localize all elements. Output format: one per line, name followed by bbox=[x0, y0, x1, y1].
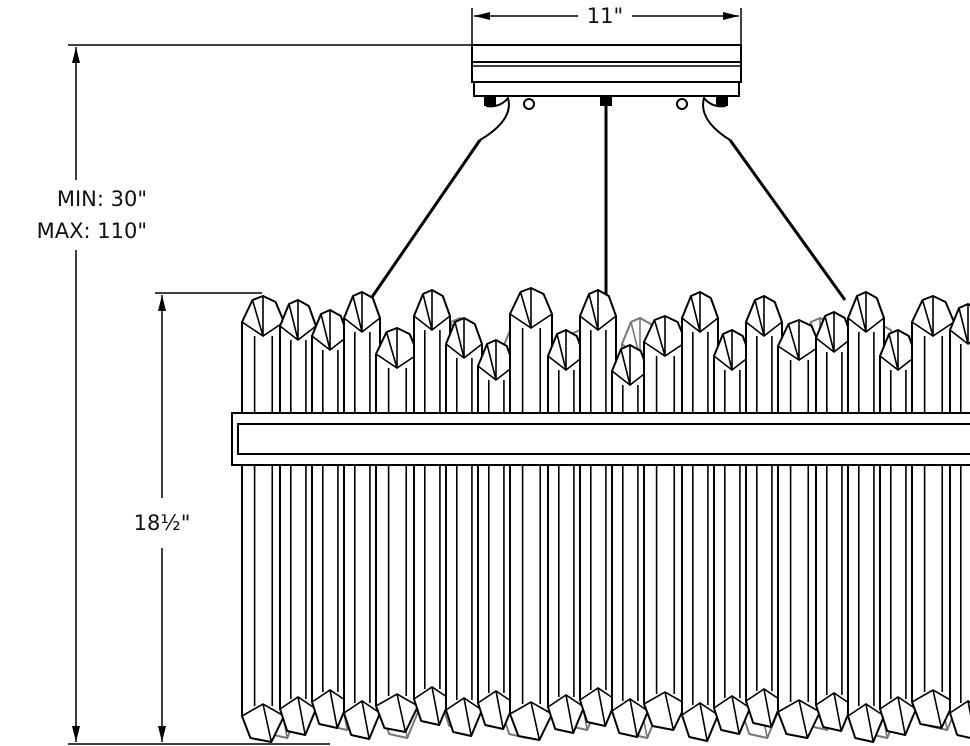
canopy bbox=[471, 44, 742, 141]
crystal-prism bbox=[911, 295, 955, 729]
crystal-prism bbox=[815, 311, 853, 732]
canopy-width-dimension: 11" bbox=[471, 4, 742, 58]
canopy-width-label: 11" bbox=[587, 4, 623, 28]
crystal-prism bbox=[241, 295, 285, 743]
center-band bbox=[231, 412, 970, 466]
overall-height-min-label: MIN: 30" bbox=[57, 187, 147, 211]
overall-height-dimension: MIN: 30" MAX: 110" bbox=[37, 44, 472, 745]
crystal-prism bbox=[343, 291, 381, 740]
crystal-prism bbox=[579, 289, 617, 727]
crystal-prism bbox=[279, 299, 317, 736]
crystal-prism bbox=[311, 309, 349, 729]
crystal-prism bbox=[547, 329, 585, 734]
crystal-prism bbox=[777, 319, 821, 739]
fixture-height-dimension: 18½" bbox=[134, 292, 262, 742]
crystal-prism bbox=[713, 329, 751, 735]
crystal-prism bbox=[643, 315, 687, 731]
crystal-prism bbox=[445, 317, 483, 737]
crystal-prism bbox=[745, 295, 783, 728]
fixture-height-label: 18½" bbox=[134, 511, 191, 535]
crystal-prism bbox=[879, 329, 917, 736]
crystal-prism bbox=[413, 289, 451, 726]
crystal-prism bbox=[477, 339, 515, 730]
crystal-prism bbox=[847, 291, 885, 743]
crystal-prism bbox=[611, 344, 649, 738]
crystal-array-front bbox=[241, 287, 970, 743]
crystal-prism bbox=[681, 291, 719, 742]
overall-height-max-label: MAX: 110" bbox=[37, 219, 147, 243]
crystal-prism bbox=[949, 303, 970, 739]
crystal-prism bbox=[509, 287, 553, 741]
crystal-prism bbox=[375, 327, 419, 733]
